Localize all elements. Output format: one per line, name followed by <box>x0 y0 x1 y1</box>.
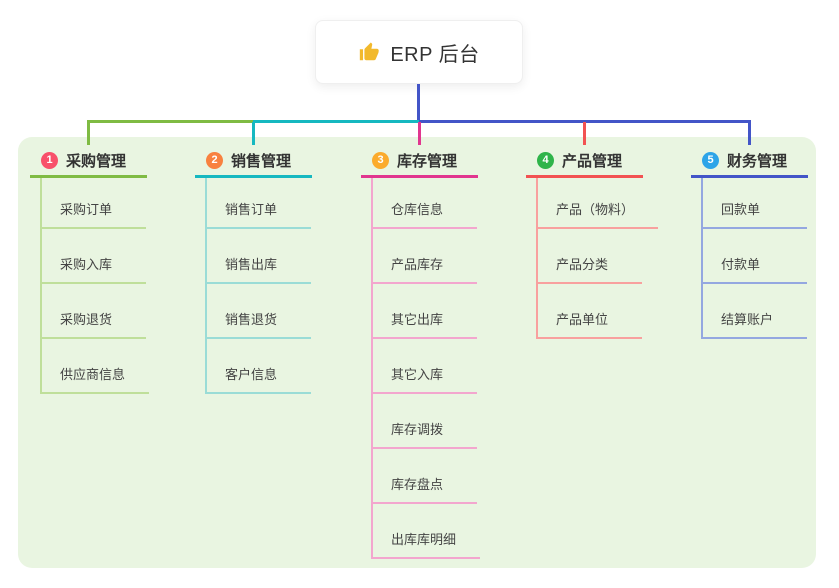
mindmap-child-node[interactable]: 其它出库 <box>373 284 477 339</box>
mindmap-child-node[interactable]: 销售退货 <box>207 284 311 339</box>
child-node-label: 供应商信息 <box>60 367 126 382</box>
branch-column-2: 2 销售管理 销售订单销售出库销售退货客户信息 <box>195 145 312 394</box>
root-node-label: ERP 后台 <box>390 43 480 66</box>
connector-drop-line <box>748 122 751 145</box>
branch-column-5: 5 财务管理 回款单付款单结算账户 <box>691 145 808 339</box>
mindmap-child-node[interactable]: 其它入库 <box>373 339 477 394</box>
branch-number-badge: 1 <box>41 151 58 169</box>
canvas-panel <box>18 137 816 568</box>
branch-number-badge: 2 <box>206 151 223 169</box>
branch-children-group: 采购订单采购入库采购退货供应商信息 <box>40 178 150 394</box>
branch-children-group: 回款单付款单结算账户 <box>701 178 808 339</box>
connector-drop-line <box>252 122 255 145</box>
mindmap-child-node[interactable]: 付款单 <box>703 229 807 284</box>
branch-label: 销售管理 <box>231 152 292 170</box>
child-node-label: 采购入库 <box>60 257 113 272</box>
child-node-label: 客户信息 <box>225 367 278 382</box>
root-node[interactable]: ERP 后台 <box>315 20 523 84</box>
mindmap-child-node[interactable]: 产品（物料） <box>538 178 659 229</box>
mindmap-child-node[interactable]: 仓库信息 <box>373 178 477 229</box>
branch-label: 财务管理 <box>727 152 788 170</box>
child-node-label: 销售退货 <box>225 312 278 327</box>
mindmap-child-node[interactable]: 销售订单 <box>207 178 311 229</box>
mindmap-child-node[interactable]: 采购退货 <box>42 284 146 339</box>
branch-header-5[interactable]: 5 财务管理 <box>691 145 808 178</box>
mindmap-child-node[interactable]: 客户信息 <box>207 339 311 394</box>
branch-label: 产品管理 <box>562 152 623 170</box>
mindmap-child-node[interactable]: 库存调拨 <box>373 394 477 449</box>
branch-header-3[interactable]: 3 库存管理 <box>361 145 478 178</box>
branch-header-2[interactable]: 2 销售管理 <box>195 145 312 178</box>
branch-label: 采购管理 <box>66 152 127 170</box>
child-node-label: 库存调拨 <box>391 422 444 437</box>
child-node-label: 仓库信息 <box>391 202 444 217</box>
branch-children-group: 仓库信息产品库存其它出库其它入库库存调拨库存盘点出库库明细 <box>371 178 481 559</box>
mindmap-child-node[interactable]: 供应商信息 <box>42 339 150 394</box>
branch-number-badge: 3 <box>372 151 389 169</box>
child-node-label: 产品（物料） <box>556 202 635 217</box>
branch-number-badge: 5 <box>702 151 719 169</box>
connector-drop-line <box>418 122 421 145</box>
child-node-label: 其它出库 <box>391 312 444 327</box>
child-node-label: 回款单 <box>721 202 761 217</box>
mindmap-child-node[interactable]: 产品库存 <box>373 229 477 284</box>
mindmap-child-node[interactable]: 回款单 <box>703 178 807 229</box>
branch-number-badge: 4 <box>537 151 554 169</box>
child-node-label: 产品分类 <box>556 257 609 272</box>
branch-label: 库存管理 <box>397 152 458 170</box>
child-node-label: 结算账户 <box>721 312 774 327</box>
mindmap-child-node[interactable]: 产品单位 <box>538 284 642 339</box>
child-node-label: 库存盘点 <box>391 477 444 492</box>
mindmap-child-node[interactable]: 结算账户 <box>703 284 807 339</box>
thumbs-up-icon <box>358 41 380 63</box>
child-node-label: 产品库存 <box>391 257 444 272</box>
connector-drop-line <box>87 122 90 145</box>
branch-column-3: 3 库存管理 仓库信息产品库存其它出库其它入库库存调拨库存盘点出库库明细 <box>361 145 481 559</box>
child-node-label: 采购订单 <box>60 202 113 217</box>
mindmap-child-node[interactable]: 库存盘点 <box>373 449 477 504</box>
child-node-label: 产品单位 <box>556 312 609 327</box>
child-node-label: 付款单 <box>721 257 761 272</box>
branch-header-1[interactable]: 1 采购管理 <box>30 145 147 178</box>
connector-bus-segment <box>87 120 254 123</box>
child-node-label: 销售出库 <box>225 257 278 272</box>
branch-children-group: 销售订单销售出库销售退货客户信息 <box>205 178 312 394</box>
child-node-label: 出库库明细 <box>391 532 457 547</box>
branch-header-4[interactable]: 4 产品管理 <box>526 145 643 178</box>
connector-bus-segment <box>419 120 751 123</box>
branch-column-1: 1 采购管理 采购订单采购入库采购退货供应商信息 <box>30 145 150 394</box>
mindmap-child-node[interactable]: 产品分类 <box>538 229 642 284</box>
connector-bus-segment <box>253 120 419 123</box>
branch-column-4: 4 产品管理 产品（物料） 产品分类产品单位 <box>526 145 659 339</box>
mindmap-child-node[interactable]: 销售出库 <box>207 229 311 284</box>
branch-children-group: 产品（物料） 产品分类产品单位 <box>536 178 659 339</box>
mindmap-child-node[interactable]: 出库库明细 <box>373 504 481 559</box>
connector-drop-line <box>583 122 586 145</box>
child-node-label: 其它入库 <box>391 367 444 382</box>
child-node-label: 采购退货 <box>60 312 113 327</box>
root-connector-line <box>417 84 420 121</box>
mindmap-child-node[interactable]: 采购入库 <box>42 229 146 284</box>
mindmap-child-node[interactable]: 采购订单 <box>42 178 146 229</box>
child-node-label: 销售订单 <box>225 202 278 217</box>
